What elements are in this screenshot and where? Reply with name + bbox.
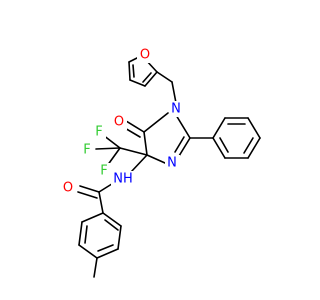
bond-ph-4-5 <box>247 137 261 159</box>
bond-carbonyl-aryl <box>98 191 104 214</box>
bond-n3-c4 <box>146 154 166 164</box>
bond-n1-c2 <box>175 114 191 139</box>
bond-furan-c3-c4 <box>129 79 146 87</box>
bond-methyl <box>93 257 98 278</box>
bond-c4-nh <box>130 154 148 173</box>
bond-ch2-n1 <box>171 81 177 104</box>
bond-tol-2-3 <box>117 225 122 250</box>
atom-n3-ring: N <box>165 155 180 171</box>
atom-f-bottom-label: F <box>100 164 107 179</box>
bond-c5-n1 <box>143 112 169 133</box>
molecule-structure: O N O N F F F NH <box>61 47 261 278</box>
bond-ph-6-1-double <box>219 137 229 153</box>
bond-c2-n3 <box>178 137 191 157</box>
atom-o-ring-carbonyl-label: O <box>114 115 124 130</box>
atom-f-top-label: F <box>95 125 102 140</box>
bond-ph-1-2 <box>212 117 226 139</box>
bond-tol-1-2-double <box>104 219 119 231</box>
atom-nh-amide: NH <box>111 171 136 187</box>
bonds <box>77 56 261 278</box>
bond-furan-c4-c5-double <box>132 64 135 78</box>
atom-f-top: F <box>92 124 106 140</box>
atom-n3-ring-label: N <box>167 156 177 171</box>
atom-nh-amide-label: NH <box>113 172 133 187</box>
bond-furan-c2-c3 <box>144 71 158 87</box>
bond-tol-5-6 <box>78 221 83 246</box>
bond-amide-co-double <box>77 191 98 199</box>
atom-n1-ring-label: N <box>171 102 181 117</box>
bond-furan-c2-c3-double <box>142 72 152 83</box>
bond-c4-cf3 <box>119 147 148 156</box>
bond-c2-n3-double <box>174 136 185 153</box>
bond-cf3-f-left <box>95 147 121 150</box>
atom-o-ring-carbonyl: O <box>112 114 127 130</box>
atom-f-left-label: F <box>83 143 90 158</box>
bond-ph-4-5-double <box>243 137 254 154</box>
atom-f-left: F <box>80 142 94 158</box>
bond-tol-3-4-double <box>97 244 114 252</box>
bond-furan-ch2 <box>156 71 173 83</box>
bond-tol-5-6-double <box>84 225 88 244</box>
atom-o-amide: O <box>61 180 76 196</box>
bond-tol-6-1 <box>81 212 104 223</box>
bond-furan-c4-c5 <box>128 61 131 81</box>
bond-c4-c5 <box>143 131 148 156</box>
atom-o-furan: O <box>137 47 152 63</box>
atom-n1-ring: N <box>169 101 184 117</box>
atom-labels: O N O N F F F NH <box>61 47 184 196</box>
bond-amide-co <box>79 185 100 193</box>
bond-ph-3-4 <box>247 117 261 139</box>
atom-o-furan-label: O <box>140 48 150 63</box>
atom-o-amide-label: O <box>63 181 73 196</box>
bond-ph-6-1 <box>212 137 226 159</box>
bond-tol-1-2 <box>102 212 122 227</box>
bond-c5-o <box>125 120 145 133</box>
atom-f-bottom: F <box>97 163 111 179</box>
bond-tol-4-5 <box>78 244 98 259</box>
bond-tol-3-4 <box>96 248 119 259</box>
